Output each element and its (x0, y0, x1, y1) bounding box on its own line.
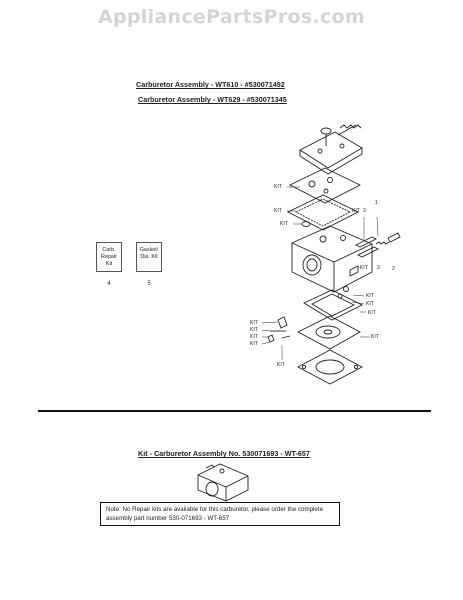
metering-lever (267, 316, 291, 343)
callout-kit-6: KIT (366, 293, 374, 299)
callout-kit-1: KIT (274, 184, 282, 190)
callout-kit-3: KIT (280, 221, 288, 227)
metering-diaphragm (297, 315, 361, 350)
carburetor-body (291, 225, 373, 293)
callout-kit-4: KIT (352, 208, 360, 214)
callout-num-3a: 3 (363, 208, 366, 214)
kit-label-gasket: Gasket/ Dia. Kit (139, 247, 159, 260)
callout-kit-13: KIT (250, 341, 258, 347)
pump-gasket (286, 194, 360, 231)
kit-box-gasket: Gasket/ Dia. Kit (136, 242, 162, 272)
leader-lines (261, 186, 379, 360)
metering-gasket (303, 289, 364, 321)
bottom-cover (297, 349, 363, 385)
wt657-carburetor-drawing (197, 463, 249, 502)
cover-plate (299, 131, 363, 175)
callout-kit-7: KIT (366, 301, 374, 307)
kit-number-5: 5 (147, 281, 151, 287)
mixture-needles (354, 232, 401, 258)
callout-kit-5: KIT (360, 265, 368, 271)
title-kit-assembly: Kit - Carburetor Assembly No. 530071693 … (138, 449, 310, 458)
pump-diaphragm (288, 167, 362, 204)
site-watermark: AppliancePartsPros.com (97, 6, 365, 28)
callout-kit-2: KIT (274, 208, 282, 214)
kit-box-carb-repair: Carb. Repair Kit (96, 242, 122, 272)
callout-num-3b: 3 (377, 265, 380, 271)
section-divider (38, 410, 431, 412)
callout-kit-10: KIT (250, 320, 258, 326)
callout-kit-11: KIT (250, 327, 258, 333)
callout-kit-9: KIT (371, 334, 379, 340)
body-pins (337, 286, 349, 299)
inlet-screen (301, 221, 311, 227)
callout-kit-8: KIT (368, 310, 376, 316)
cover-screw (320, 127, 332, 146)
callout-kit-12: KIT (250, 334, 258, 340)
adjuster-spring (337, 124, 362, 136)
note-box: Note: No Repair kits are available for t… (100, 502, 340, 526)
callout-num-1: 1 (375, 200, 378, 206)
kit-label-carb-repair: Carb. Repair Kit (101, 247, 117, 267)
title-wt629: Carburetor Assembly - WT629 - #530071345 (138, 95, 287, 104)
kit-number-4: 4 (107, 281, 111, 287)
callout-kit-14: KIT (277, 362, 285, 368)
callout-num-2: 2 (392, 266, 395, 272)
title-wt610: Carburetor Assembly - WT610 - #530071492 (136, 80, 285, 89)
